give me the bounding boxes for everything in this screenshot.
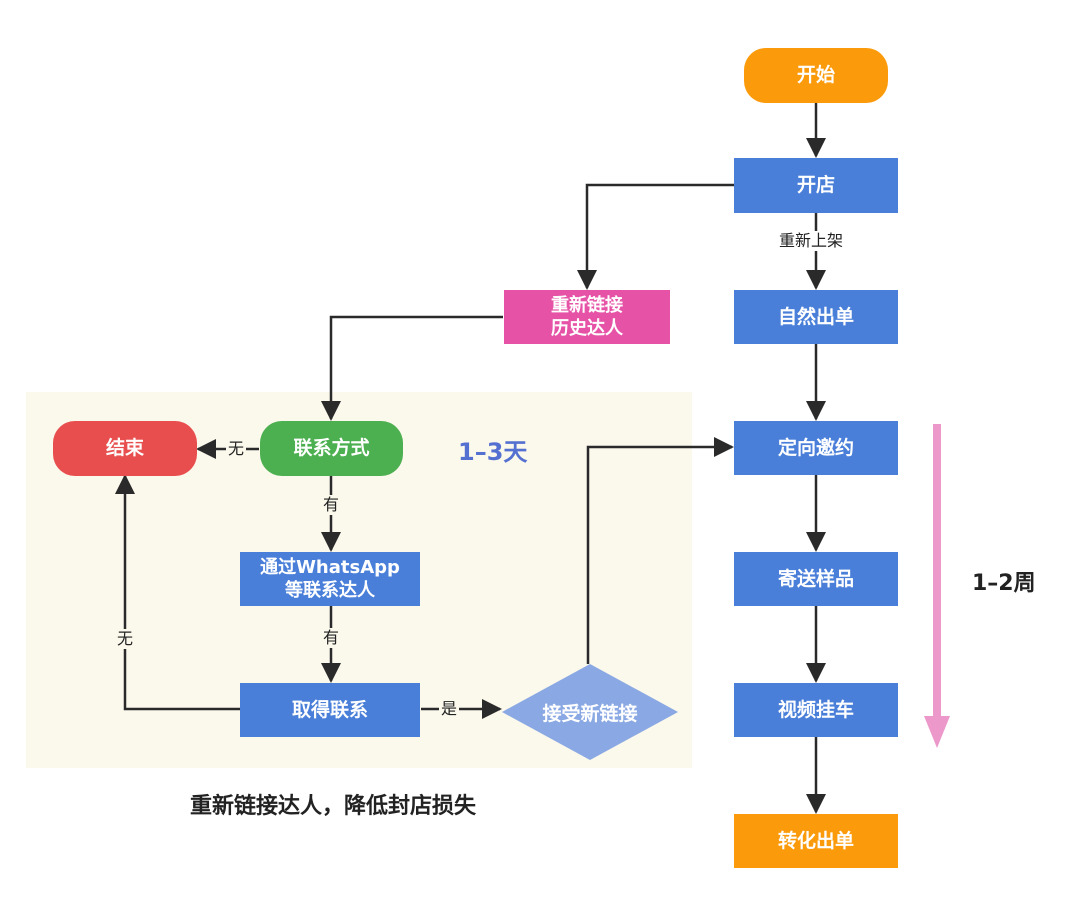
edge-accept-to-invite xyxy=(586,437,734,664)
edge-label-has-2: 有 xyxy=(321,628,342,648)
timeline-arrow-shaft xyxy=(933,424,941,720)
annotation-duration-weeks: 1–2周 xyxy=(972,571,1036,596)
timeline-arrow-head xyxy=(924,716,950,748)
node-send-samples: 寄送样品 xyxy=(734,552,898,606)
node-natural-orders: 自然出单 xyxy=(734,290,898,344)
node-end: 结束 xyxy=(53,421,197,476)
node-video-link: 视频挂车 xyxy=(734,683,898,737)
node-start: 开始 xyxy=(744,48,888,103)
node-open-store: 开店 xyxy=(734,158,898,213)
caption: 重新链接达人，降低封店损失 xyxy=(190,794,477,819)
node-got-contact: 取得联系 xyxy=(240,683,420,737)
annotation-duration-days: 1–3天 xyxy=(458,438,528,466)
edge-open-to-relink xyxy=(577,183,734,290)
edge-got-to-end xyxy=(115,474,240,711)
node-accept-new-link: 接受新链接 xyxy=(542,702,638,725)
decision-diamond-accept xyxy=(502,664,678,760)
node-relink-history: 重新链接历史达人 xyxy=(504,290,670,344)
node-contact-method: 联系方式 xyxy=(260,421,403,476)
edge-label-none-1: 无 xyxy=(226,439,247,459)
edge-label-yes: 是 xyxy=(439,699,460,719)
node-targeted-invite: 定向邀约 xyxy=(734,421,898,475)
edge-relink-to-contact xyxy=(321,315,503,421)
edge-label-none-2: 无 xyxy=(115,629,136,649)
edge-label-has-1: 有 xyxy=(321,495,342,515)
edge-label-relist: 重新上架 xyxy=(777,231,846,251)
timeline-arrow xyxy=(924,424,950,748)
node-convert-orders: 转化出单 xyxy=(734,814,898,868)
